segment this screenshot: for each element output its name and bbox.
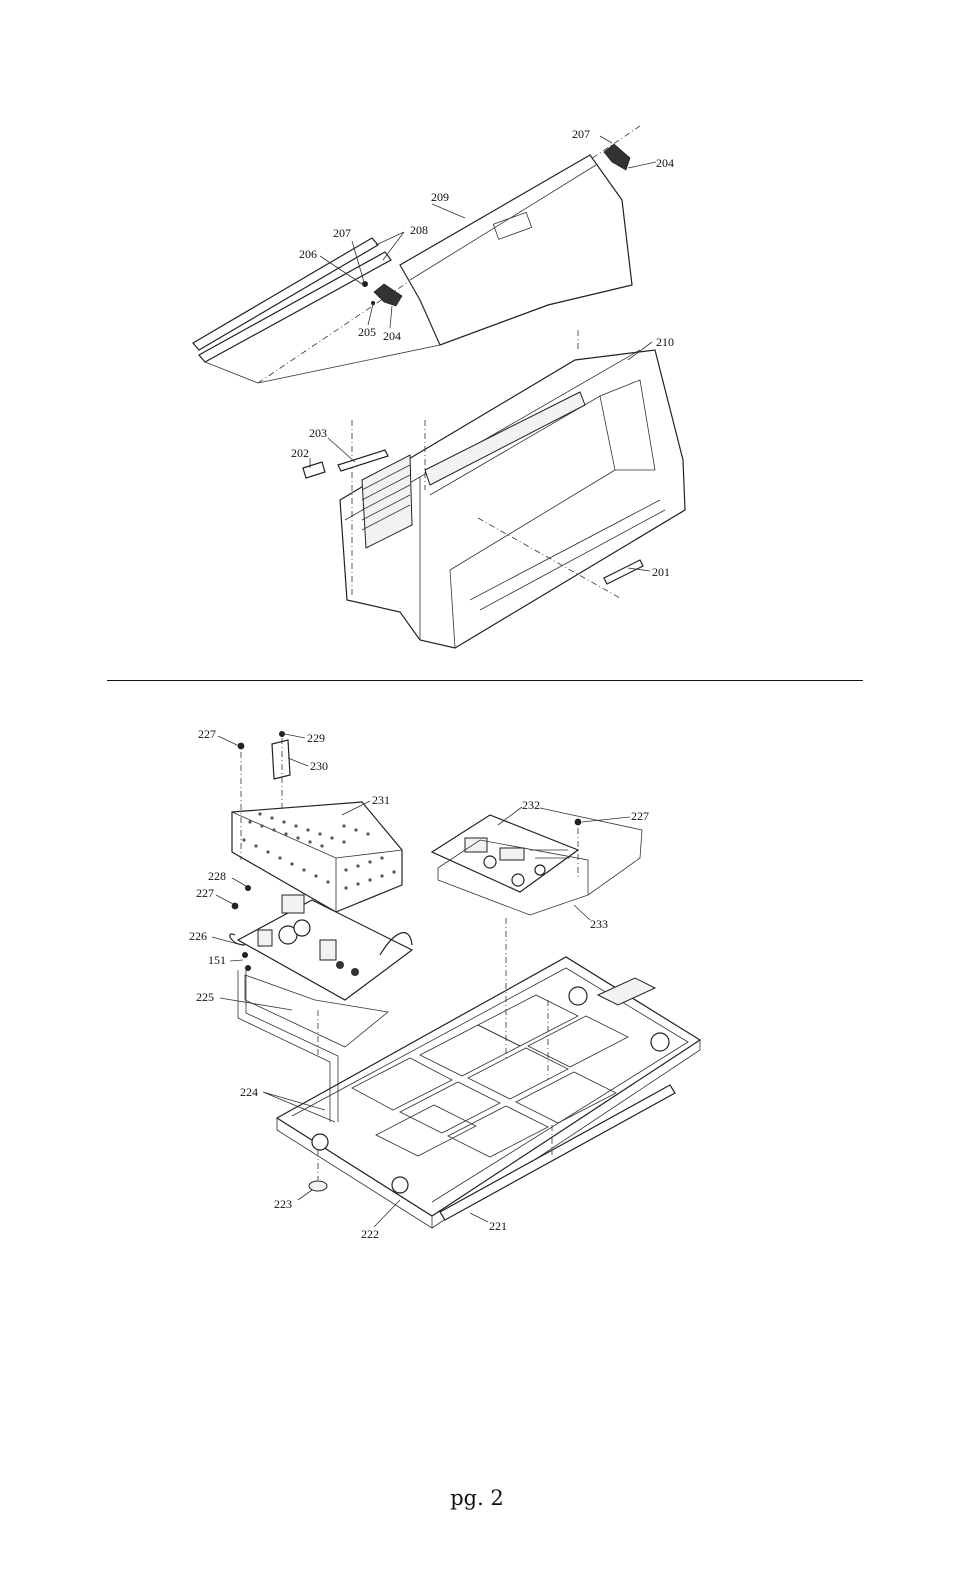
callout-229: 229 (307, 731, 325, 745)
paper-guide-201 (603, 559, 644, 585)
screw-205 (371, 301, 375, 305)
control-board-232 (430, 814, 580, 893)
callout-151: 151 (208, 953, 226, 967)
page-number: pg. 2 (450, 1486, 504, 1510)
washer-206 (362, 281, 368, 287)
callout-202: 202 (291, 446, 309, 460)
callout-205: 205 (358, 325, 376, 339)
printer-housing-diagram: 207 204 209 207 208 206 205 204 210 203 … (192, 125, 686, 649)
callout-207-left: 207 (333, 226, 351, 240)
callout-207-top-right: 207 (572, 127, 590, 141)
callout-221: 221 (489, 1219, 507, 1233)
callout-225: 225 (196, 990, 214, 1004)
screw-229 (279, 731, 285, 737)
callout-233: 233 (590, 917, 608, 931)
callout-208: 208 (410, 223, 428, 237)
perforated-shield-231 (231, 801, 403, 913)
callout-210: 210 (656, 335, 674, 349)
callout-224: 224 (240, 1085, 258, 1099)
callout-223: 223 (274, 1197, 292, 1211)
base-chassis-222 (275, 956, 702, 1229)
callout-222: 222 (361, 1227, 379, 1241)
rubber-foot-223 (308, 1180, 328, 1192)
insulation-outline-233 (539, 807, 643, 896)
callout-228: 228 (208, 869, 226, 883)
callout-209: 209 (431, 190, 449, 204)
base-electronics-diagram: 227 229 230 231 232 227 228 227 233 226 … (189, 727, 702, 1241)
left-hinge (373, 283, 403, 307)
section-divider (107, 680, 863, 681)
callout-227-right: 227 (631, 809, 649, 823)
callout-230: 230 (310, 759, 328, 773)
callout-227-top-left: 227 (198, 727, 216, 741)
callout-204-right: 204 (656, 156, 674, 170)
label-plate-203 (337, 449, 389, 472)
callout-227-left: 227 (196, 886, 214, 900)
right-hinge (603, 143, 631, 171)
callout-204-left: 204 (383, 329, 401, 343)
callout-203: 203 (309, 426, 327, 440)
bracket-230 (271, 739, 291, 780)
power-supply-board-226 (229, 894, 414, 1001)
callout-231: 231 (372, 793, 390, 807)
callout-201: 201 (652, 565, 670, 579)
insulation-sheet-225 (244, 974, 389, 1048)
screws (231, 742, 582, 971)
label-202 (302, 461, 326, 479)
callout-206: 206 (299, 247, 317, 261)
callout-226: 226 (189, 929, 207, 943)
callout-232: 232 (522, 798, 540, 812)
printer-main-body (339, 330, 686, 649)
top-cover (399, 154, 633, 346)
foam-strip-221 (439, 1084, 676, 1221)
